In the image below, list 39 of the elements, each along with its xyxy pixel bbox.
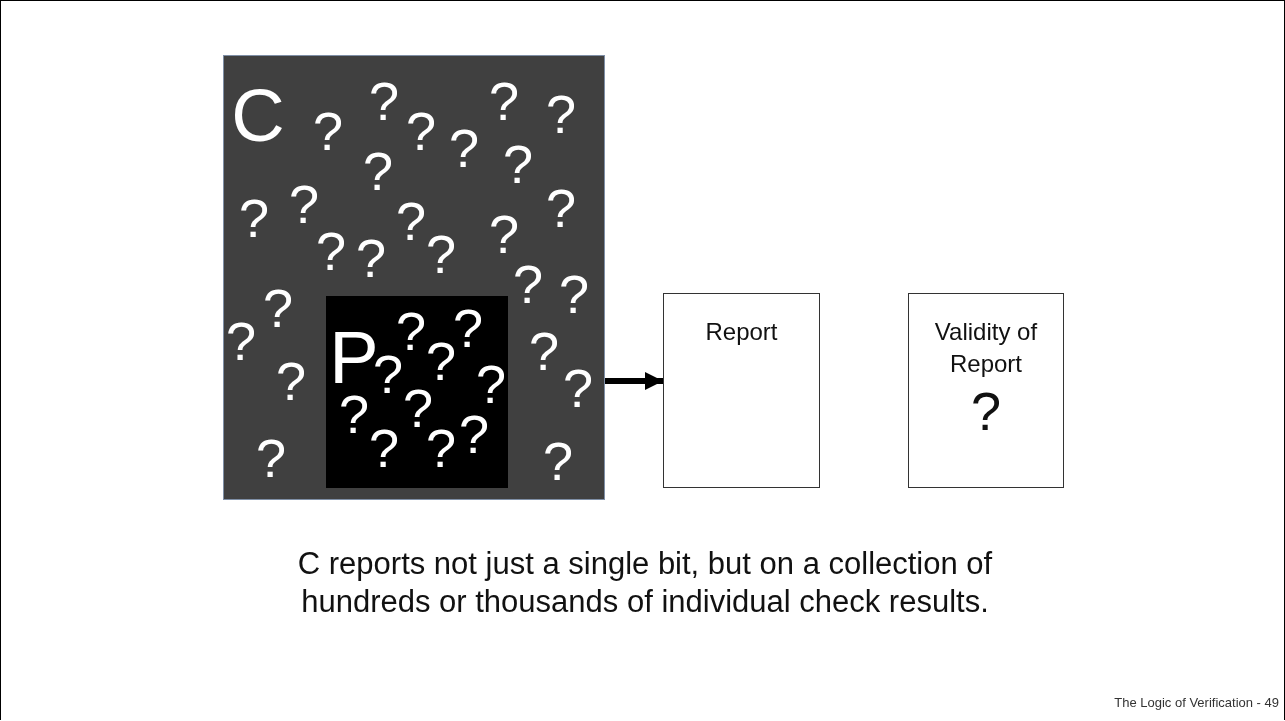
arrow: [605, 372, 663, 390]
container-box: [663, 293, 820, 488]
question-mark: ?: [559, 267, 589, 321]
question-mark: ?: [226, 314, 256, 368]
question-mark: ?: [356, 231, 386, 285]
question-mark: ?: [396, 304, 426, 358]
question-mark: ?: [453, 301, 483, 355]
question-mark: ?: [489, 74, 519, 128]
question-mark: ?: [426, 334, 456, 388]
question-mark: ?: [396, 194, 426, 248]
question-mark: ?: [316, 224, 346, 278]
caption: C reports not just a single bit, but on a collection of hundreds or thousands of individual check results.: [296, 545, 994, 621]
question-mark: ?: [339, 387, 369, 441]
footer-text: The Logic of Verification - 49: [1114, 695, 1279, 710]
question-mark: ?: [970, 384, 1001, 438]
question-mark: ?: [426, 227, 456, 281]
question-mark: ?: [406, 104, 436, 158]
container-box: [908, 293, 1064, 488]
question-mark: ?: [239, 191, 269, 245]
question-mark: ?: [546, 181, 576, 235]
question-mark: ?: [289, 177, 319, 231]
box-label: C: [231, 79, 285, 153]
question-mark: ?: [449, 121, 479, 175]
question-mark: ?: [369, 74, 399, 128]
container-box: [326, 296, 508, 488]
container-box: [223, 55, 605, 500]
box-label: Report: [704, 317, 779, 347]
question-mark: ?: [543, 434, 573, 488]
question-mark: ?: [563, 361, 593, 415]
question-mark: ?: [363, 144, 393, 198]
question-mark: ?: [503, 137, 533, 191]
question-mark: ?: [256, 431, 286, 485]
question-mark: ?: [529, 324, 559, 378]
question-mark: ?: [546, 87, 576, 141]
question-mark: ?: [313, 104, 343, 158]
question-mark: ?: [263, 281, 293, 335]
question-mark: ?: [276, 354, 306, 408]
box-label: Validity of Report: [933, 317, 1039, 379]
question-mark: ?: [369, 421, 399, 475]
